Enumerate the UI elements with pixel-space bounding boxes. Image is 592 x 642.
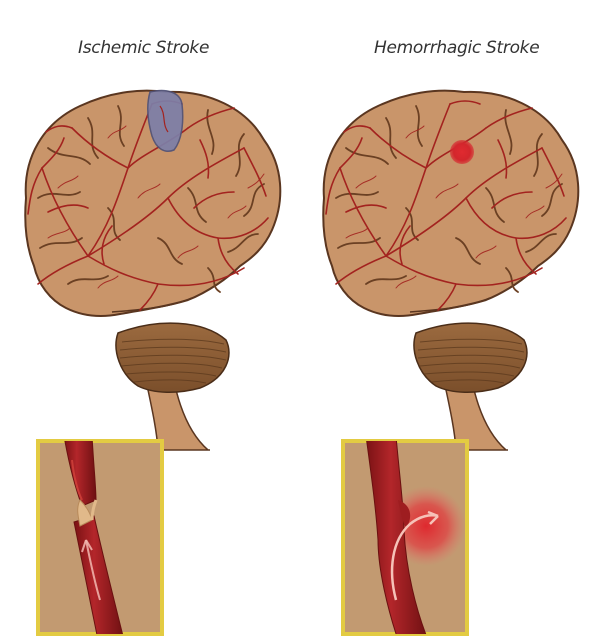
ischemic-brain [25,91,280,451]
hemorrhage-spot-marker [450,140,474,164]
ischemic-inset [36,436,164,640]
hemorrhagic-inset [341,436,469,640]
hemorrhagic-brain [323,91,578,450]
